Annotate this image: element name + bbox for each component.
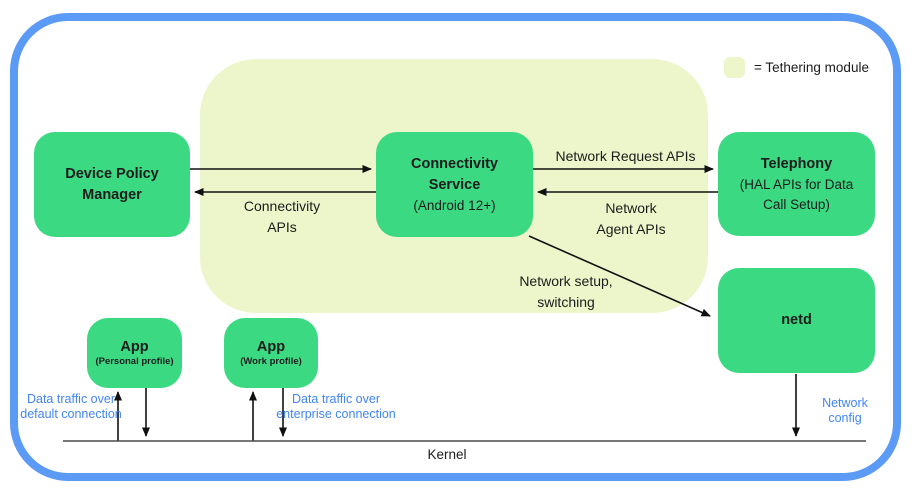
node-subtitle: (Personal profile) xyxy=(95,356,174,367)
label-network-agent-apis: Network Agent APIs xyxy=(596,200,666,237)
node-subtitle: (HAL APIs for Data Call Setup) xyxy=(739,176,854,212)
label-data-traffic-enterprise: Data traffic over enterprise connection xyxy=(276,392,396,421)
device-boundary-frame xyxy=(10,13,901,481)
arrow-connectivity-to-netd xyxy=(528,235,711,317)
kernel-label: Kernel xyxy=(427,447,467,462)
tethering-module-swatch xyxy=(724,57,745,78)
node-title: Device Policy Manager xyxy=(65,165,159,203)
node-title: netd xyxy=(781,312,812,328)
node-title: Connectivity Service xyxy=(410,155,498,193)
node-connectivity-service: Connectivity Service (Android 12+) xyxy=(376,132,533,237)
legend: = Tethering module xyxy=(724,57,869,78)
label-network-setup-switching: Network setup, switching xyxy=(519,273,613,310)
label-connectivity-apis: Connectivity APIs xyxy=(243,198,321,235)
label-network-config: Network config xyxy=(822,396,868,425)
node-telephony: Telephony (HAL APIs for Data Call Setup) xyxy=(718,132,875,236)
node-app-personal-profile: App (Personal profile) xyxy=(87,318,182,388)
node-title: App xyxy=(256,339,286,355)
label-network-request-apis: Network Request APIs xyxy=(555,148,696,164)
label-data-traffic-default: Data traffic over default connection xyxy=(20,392,122,421)
legend-label: = Tethering module xyxy=(754,60,869,75)
node-subtitle: (Android 12+) xyxy=(413,197,496,213)
node-subtitle: (Work profile) xyxy=(240,356,302,367)
node-title: App xyxy=(120,339,149,355)
node-title: Telephony xyxy=(760,155,833,172)
node-device-policy-manager: Device Policy Manager xyxy=(34,132,190,237)
node-app-work-profile: App (Work profile) xyxy=(224,318,318,388)
node-netd: netd xyxy=(718,268,875,373)
